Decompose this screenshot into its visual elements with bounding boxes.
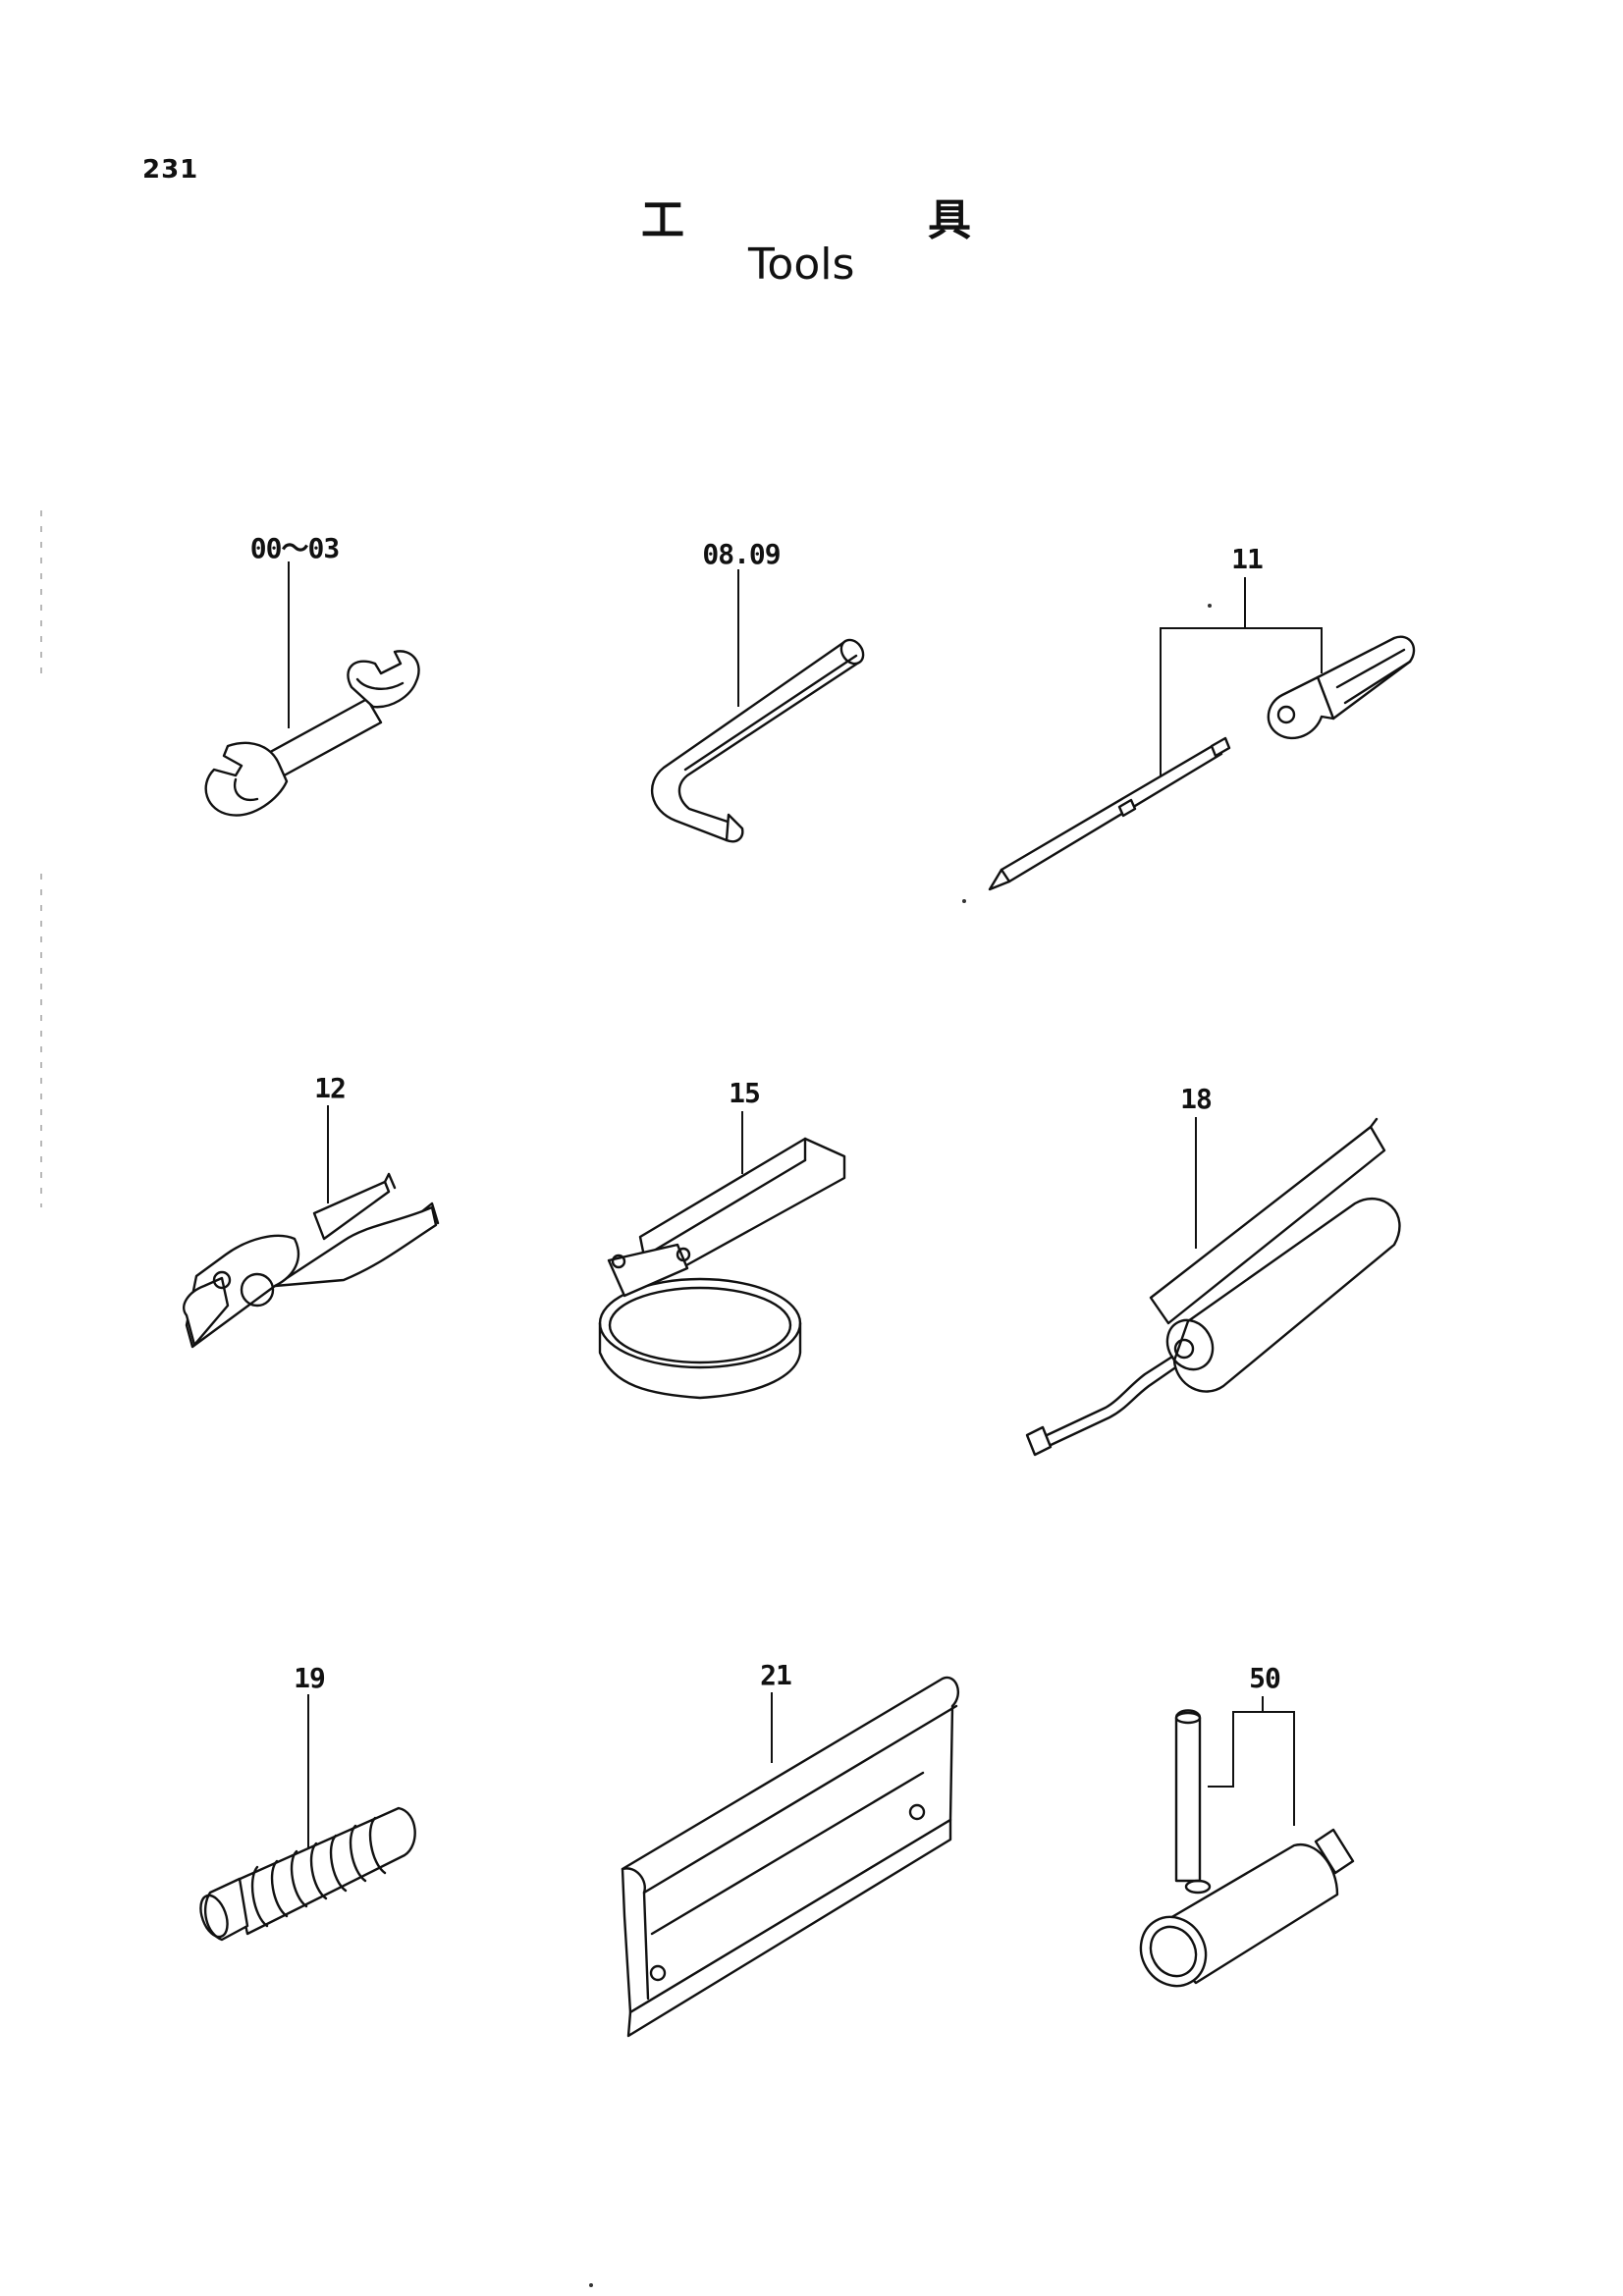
callout-pliers: 12 (314, 1072, 347, 1104)
filter-wrench-icon (598, 1111, 846, 1400)
spring-icon (199, 1694, 416, 1942)
callout-tool-case: 21 (760, 1659, 792, 1691)
callout-hex-key: 08.09 (702, 538, 781, 570)
title-en: Tools (748, 240, 855, 290)
page-number: 231 (142, 155, 199, 185)
pliers-icon (183, 1105, 440, 1349)
callout-filter-wrench: 15 (729, 1077, 761, 1109)
title-jp-first-char: 工 (641, 195, 684, 245)
callout-grease-gun: 18 (1180, 1083, 1213, 1115)
callout-wrench: 00～03 (249, 532, 340, 564)
open-end-wrench-icon (204, 561, 420, 817)
tool-case-icon (621, 1676, 959, 2038)
grease-gun-icon (1025, 1117, 1401, 1457)
callout-screwdriver: 11 (1231, 543, 1264, 575)
callout-spring: 19 (294, 1662, 326, 1694)
box-socket-wrench-icon (1139, 1696, 1355, 1988)
hex-key-icon (650, 569, 865, 843)
title-jp-second-char: 具 (928, 195, 971, 245)
scan-marks (40, 510, 1212, 2287)
callout-socket-bar: 50 (1249, 1662, 1281, 1694)
screwdriver-icon (988, 577, 1416, 891)
